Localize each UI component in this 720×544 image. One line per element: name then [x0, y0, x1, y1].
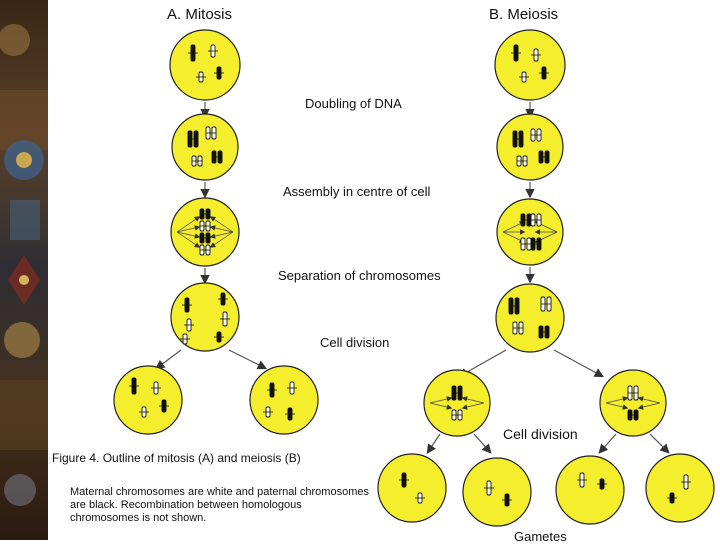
spindle-fiber [605, 402, 629, 410]
decorative-ornaments [0, 24, 48, 506]
spindle-fiber [209, 216, 234, 233]
spindle-fiber [502, 231, 526, 243]
spindle-fiber [176, 231, 201, 248]
cell-membrane [170, 197, 240, 267]
mitosis-cell-metaphase [170, 197, 240, 267]
legend-note: Maternal chromosomes are white and pater… [70, 486, 369, 524]
cell-membrane [495, 283, 565, 353]
ornament-panel [0, 380, 48, 450]
spindle-fiber [502, 221, 526, 233]
cell-membrane [645, 453, 715, 523]
label-doubling-of-dna: Doubling of DNA [305, 96, 402, 111]
meiosis-secondary-cell-2 [599, 369, 667, 437]
cell-membrane [462, 457, 532, 527]
spindle-fiber [605, 396, 629, 404]
arrow-gamete-4 [649, 433, 670, 454]
cell-membrane [249, 365, 319, 435]
label-separation: Separation of chromosomes [278, 268, 441, 283]
meiosis-cell-initial [494, 29, 566, 101]
mitosis-title: A. Mitosis [167, 6, 233, 23]
spindle-fiber [209, 231, 234, 239]
spindle-fiber [176, 216, 201, 233]
arrow-meiosis-split-right [553, 349, 605, 378]
cell-membrane [496, 198, 564, 266]
cell-membrane [377, 453, 447, 523]
mitosis-cell-doubled [171, 113, 239, 181]
mitosis-cell-anaphase [170, 282, 240, 352]
cell-membrane [169, 29, 241, 101]
label-cell-division-mitosis: Cell division [320, 335, 390, 350]
spindle-fiber [176, 225, 201, 233]
gamete-cell-2 [462, 457, 532, 527]
meiosis-cell-pairing [496, 198, 564, 266]
mitosis-cell-initial [169, 29, 241, 101]
ornament-rosette-center [16, 152, 32, 168]
arrow-mitosis-split-right [228, 349, 268, 370]
arrow-gamete-2 [473, 433, 492, 454]
cell-membrane [423, 369, 491, 437]
cell-membrane [171, 113, 239, 181]
spindle-fiber [209, 225, 234, 233]
ornament-ribbon [10, 200, 40, 240]
spindle-fiber [461, 396, 485, 404]
label-gametes: Gametes [514, 529, 567, 544]
ornament-medal [0, 24, 30, 56]
cell-membrane [170, 282, 240, 352]
gamete-cell-3 [555, 455, 625, 525]
meiosis-cell-doubled [496, 113, 564, 181]
arrow-mitosis-split-left [155, 349, 182, 370]
mitosis-daughter-cell-1 [113, 365, 183, 435]
label-assembly: Assembly in centre of cell [283, 184, 431, 199]
spindle-fiber [461, 402, 485, 410]
ornament-cross-center [19, 275, 29, 285]
spindle-fiber [429, 396, 453, 404]
spindle-fiber [176, 231, 201, 239]
arrow-gamete-3 [598, 433, 617, 454]
meiosis-title: B. Meiosis [489, 6, 559, 23]
cell-membrane [555, 455, 625, 525]
gamete-cell-4 [645, 453, 715, 523]
gamete-cell-1 [377, 453, 447, 523]
cell-membrane [496, 113, 564, 181]
spindle-fiber [209, 231, 234, 248]
meiosis-secondary-cell-1 [423, 369, 491, 437]
mitosis-daughter-cell-2 [249, 365, 319, 435]
cell-membrane [599, 369, 667, 437]
cell-membrane [113, 365, 183, 435]
ornament-medal [4, 322, 40, 358]
arrow-gamete-1 [426, 433, 441, 454]
figure-caption: Figure 4. Outline of mitosis (A) and mei… [52, 451, 301, 465]
cell-membrane [494, 29, 566, 101]
label-cell-division-meiosis: Cell division [503, 426, 578, 442]
ornament-coin [4, 474, 36, 506]
decorative-photo-strip [0, 0, 48, 540]
spindle-fiber [637, 402, 661, 410]
meiosis-cell-separated [495, 283, 565, 353]
spindle-fiber [637, 396, 661, 404]
spindle-fiber [429, 402, 453, 410]
